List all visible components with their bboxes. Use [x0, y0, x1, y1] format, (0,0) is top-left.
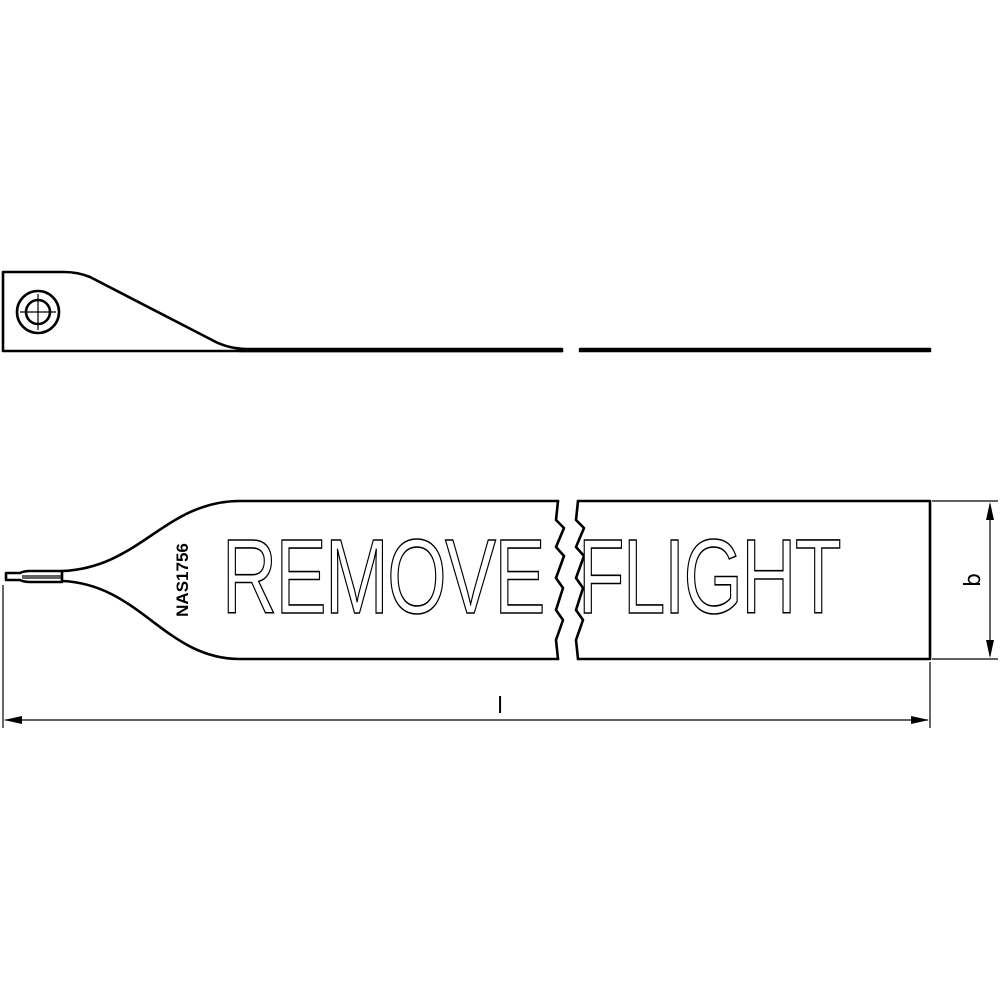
length-dimension-label: l	[497, 694, 503, 719]
break-line-right	[574, 499, 586, 661]
banner-right-outline	[576, 499, 932, 661]
side-view-tab-outline	[1, 270, 564, 353]
width-dimension-label: b	[961, 573, 986, 587]
grommet-hole-icon	[15, 289, 61, 335]
part-number-label: NAS1756	[173, 543, 192, 617]
top-view: NAS1756 REMOVE FLIGHT	[4, 499, 932, 661]
dimension-length: l	[2, 585, 931, 728]
break-line-left	[554, 499, 566, 661]
wire-tip	[4, 569, 64, 584]
dimension-width: b	[932, 500, 998, 660]
banner-text-remove: REMOVE	[222, 518, 544, 636]
side-view	[1, 270, 932, 353]
banner-text-flight: FLIGHT	[578, 518, 840, 636]
